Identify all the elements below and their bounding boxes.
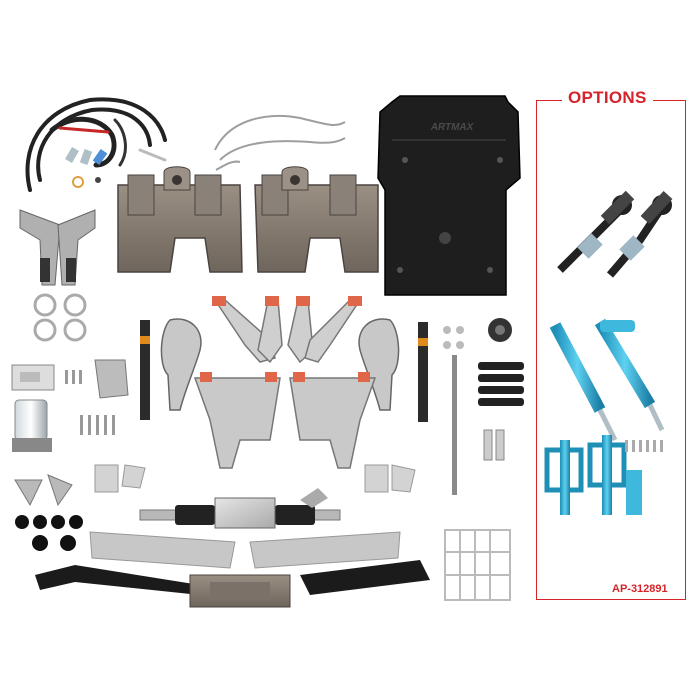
options-title: OPTIONS <box>562 88 653 108</box>
gusset-plates <box>94 464 416 493</box>
hydraulic-hoses <box>25 97 167 192</box>
bump-stops <box>443 318 512 349</box>
coilover-hardware <box>625 440 663 452</box>
lower-control-arms <box>193 372 377 469</box>
steering-rack <box>139 488 341 529</box>
skid-plate-logo: ARTMAX <box>430 122 475 133</box>
mounting-brackets <box>19 209 96 286</box>
reservoir-shocks <box>549 318 665 442</box>
part-number: AP-312891 <box>612 583 668 595</box>
electronic-module <box>11 364 55 391</box>
cv-axles <box>557 190 673 278</box>
spacer-sleeves <box>483 429 505 461</box>
center-crossmember <box>189 574 291 608</box>
steering-pump <box>12 399 52 452</box>
rubber-bushings <box>15 515 83 551</box>
front-subframe-mount-right <box>254 166 379 273</box>
mesh-bracket <box>444 529 511 601</box>
options-frame <box>536 100 686 600</box>
bracket-plate-small <box>94 359 129 399</box>
hose-fittings <box>65 146 108 188</box>
tie-rod-bar <box>452 355 457 495</box>
steering-knuckles <box>160 318 400 411</box>
small-triangle-plates <box>14 474 73 507</box>
limit-straps <box>140 320 428 422</box>
hardware-bolts <box>65 370 115 435</box>
frame-rails <box>35 560 430 595</box>
spring-bushings <box>478 362 524 406</box>
skid-plate: ARTMAX <box>377 95 521 296</box>
hose-clamps <box>33 293 87 342</box>
steel-brake-lines <box>214 115 346 171</box>
upper-control-arms <box>212 296 362 364</box>
front-subframe-mount-left <box>117 166 243 273</box>
long-skid-plates <box>89 531 401 569</box>
coilover-shocks <box>544 435 642 515</box>
